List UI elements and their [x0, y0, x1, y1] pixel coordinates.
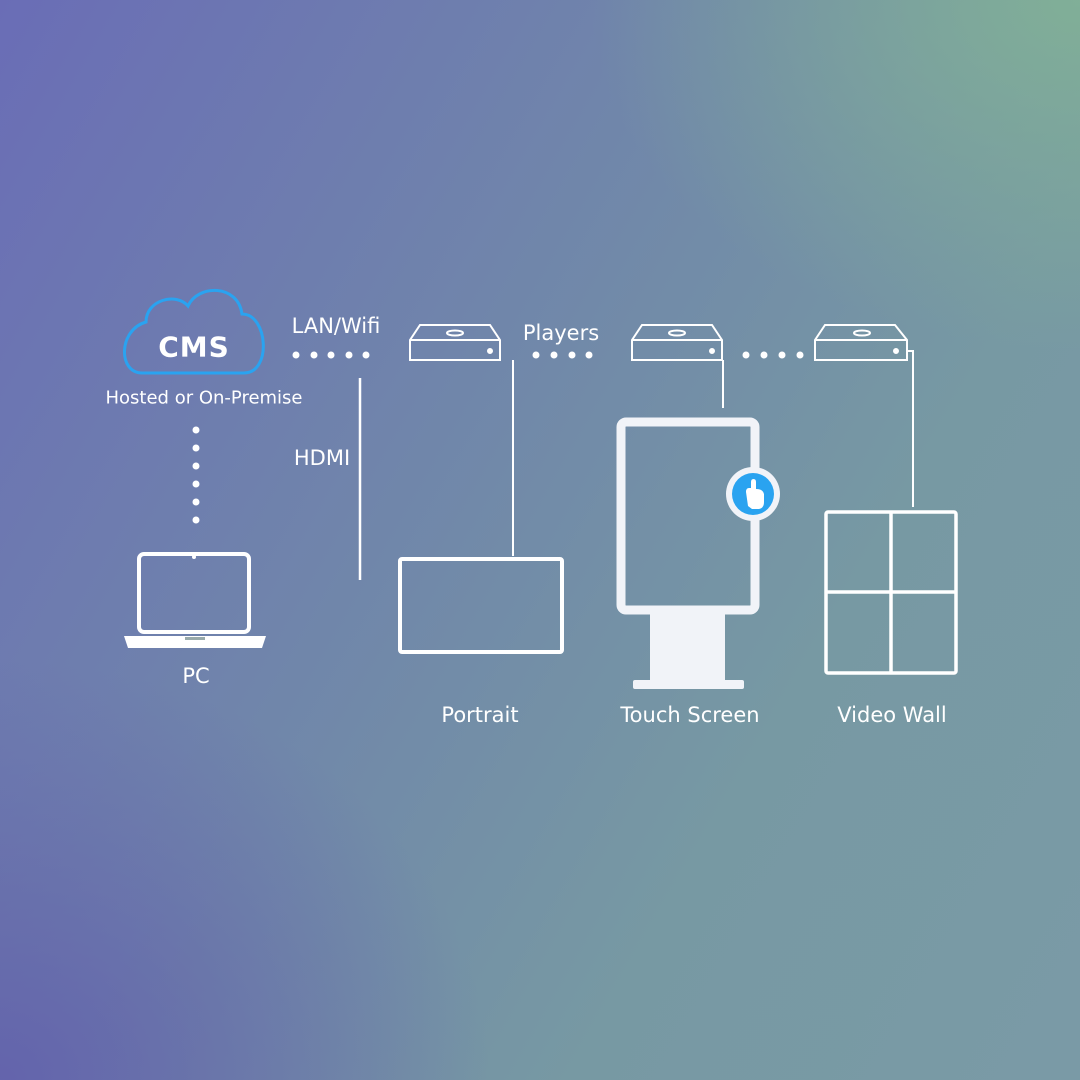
video-wall-icon: [824, 510, 958, 675]
player-box-icon: [814, 324, 908, 361]
players-label: Players: [522, 321, 600, 345]
pc-label: PC: [182, 664, 210, 688]
pc-connection-dots: [192, 426, 200, 524]
portrait-monitor-icon: [398, 557, 564, 654]
hdmi-label: HDMI: [293, 446, 351, 470]
cloud-icon: [123, 289, 265, 375]
cms-title: CMS: [158, 330, 230, 364]
touch-kiosk-icon: [616, 417, 760, 689]
touch-screen-label: Touch Screen: [620, 703, 760, 727]
videowall-cable: [907, 350, 914, 507]
video-wall-label: Video Wall: [837, 703, 947, 727]
cms-subtitle: Hosted or On-Premise: [105, 387, 303, 409]
player-box-icon: [631, 324, 723, 361]
player-dots-2: [742, 351, 804, 359]
player-box-icon: [409, 324, 501, 361]
lan-label: LAN/Wifi: [291, 314, 381, 338]
player-dots-1: [532, 351, 593, 359]
touch-icon: [726, 467, 780, 521]
laptop-icon: [124, 552, 266, 648]
lan-dots: [292, 351, 370, 359]
portrait-label: Portrait: [441, 703, 519, 727]
